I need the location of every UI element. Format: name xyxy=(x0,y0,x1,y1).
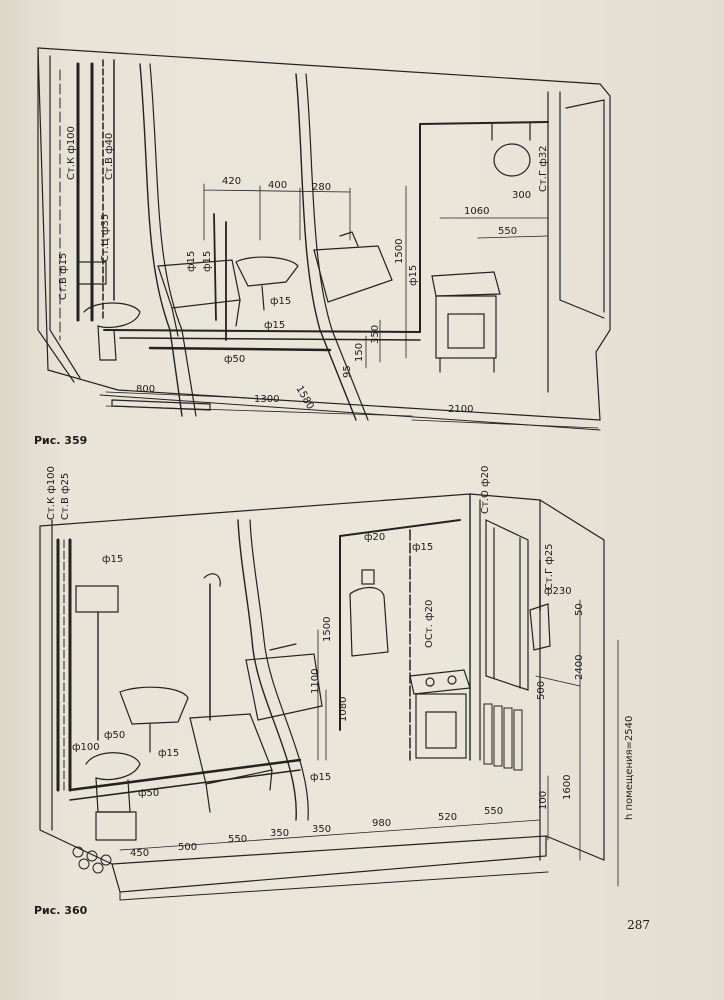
riser-label: Ст.Г ф32 xyxy=(538,145,549,192)
dimension-label: 2100 xyxy=(448,404,473,415)
diameter-label: ф15 xyxy=(102,554,123,565)
dimension-label: 520 xyxy=(438,812,457,823)
room-height-label: h помещения=2540 xyxy=(624,716,635,820)
dimension-label: 400 xyxy=(268,180,287,191)
dimension-label: 1600 xyxy=(562,775,573,800)
diameter-label: ф15 xyxy=(186,251,197,272)
riser-label: Ст.Ц ф35 xyxy=(100,214,111,262)
dimension-label: 500 xyxy=(536,681,547,700)
dimension-label: 100 xyxy=(538,791,549,810)
dimension-label: 550 xyxy=(484,806,503,817)
dimension-label: 350 xyxy=(370,325,381,344)
dimension-label: 1300 xyxy=(254,394,279,405)
figure-caption: Рис. 360 xyxy=(34,904,88,917)
diameter-label: ф15 xyxy=(202,251,213,272)
diameter-label: ф50 xyxy=(138,788,159,799)
diameter-label: ф50 xyxy=(104,730,125,741)
riser-label: Ст.В ф40 xyxy=(104,133,115,180)
riser-label: ОСт. ф20 xyxy=(424,600,435,648)
dimension-label: 980 xyxy=(372,818,391,829)
dimension-label: 50 xyxy=(574,603,585,616)
dimension-label: 500 xyxy=(178,842,197,853)
dimension-label: 300 xyxy=(512,190,531,201)
diameter-label: ф20 xyxy=(364,532,385,543)
diameter-label: ф50 xyxy=(224,354,245,365)
dimension-label: 2400 xyxy=(574,655,585,680)
diameter-label: ф15 xyxy=(310,772,331,783)
riser-label: Ст.В ф25 xyxy=(60,473,71,520)
page-number: 287 xyxy=(627,918,650,932)
diameter-label: ф230 xyxy=(544,586,572,597)
riser-label: Ст.К ф100 xyxy=(66,126,77,180)
diameter-label: ф15 xyxy=(158,748,179,759)
dimension-label: 1500 xyxy=(394,239,405,264)
diameter-label: ф15 xyxy=(408,265,419,286)
riser-label: Ст.В ф15 xyxy=(58,253,69,300)
riser-label: Ст.О ф20 xyxy=(480,466,491,514)
diameter-label: ф15 xyxy=(264,320,285,331)
dimension-label: 1060 xyxy=(464,206,489,217)
dimension-label: 450 xyxy=(130,848,149,859)
dimension-label: 1500 xyxy=(322,617,333,642)
riser-label: Ст.К ф100 xyxy=(46,466,57,520)
dimension-label: 800 xyxy=(136,384,155,395)
dimension-label: 550 xyxy=(228,834,247,845)
diameter-label: ф100 xyxy=(72,742,100,753)
dimension-label: 280 xyxy=(312,182,331,193)
dimension-label: 1100 xyxy=(310,669,321,694)
dimension-label: 150 xyxy=(354,343,365,362)
diameter-label: ф15 xyxy=(412,542,433,553)
dimension-label: 550 xyxy=(498,226,517,237)
figure-360-drawing xyxy=(39,493,619,901)
figure-caption: Рис. 359 xyxy=(34,434,88,447)
dimension-label: 350 xyxy=(270,828,289,839)
diameter-label: ф15 xyxy=(270,296,291,307)
dimension-label: 1080 xyxy=(338,697,349,722)
dimension-label: 95 xyxy=(342,365,353,378)
figure-359-drawing xyxy=(37,47,611,431)
dimension-label: 350 xyxy=(312,824,331,835)
dimension-label: 420 xyxy=(222,176,241,187)
riser-label: Ст.Г ф25 xyxy=(544,543,555,590)
